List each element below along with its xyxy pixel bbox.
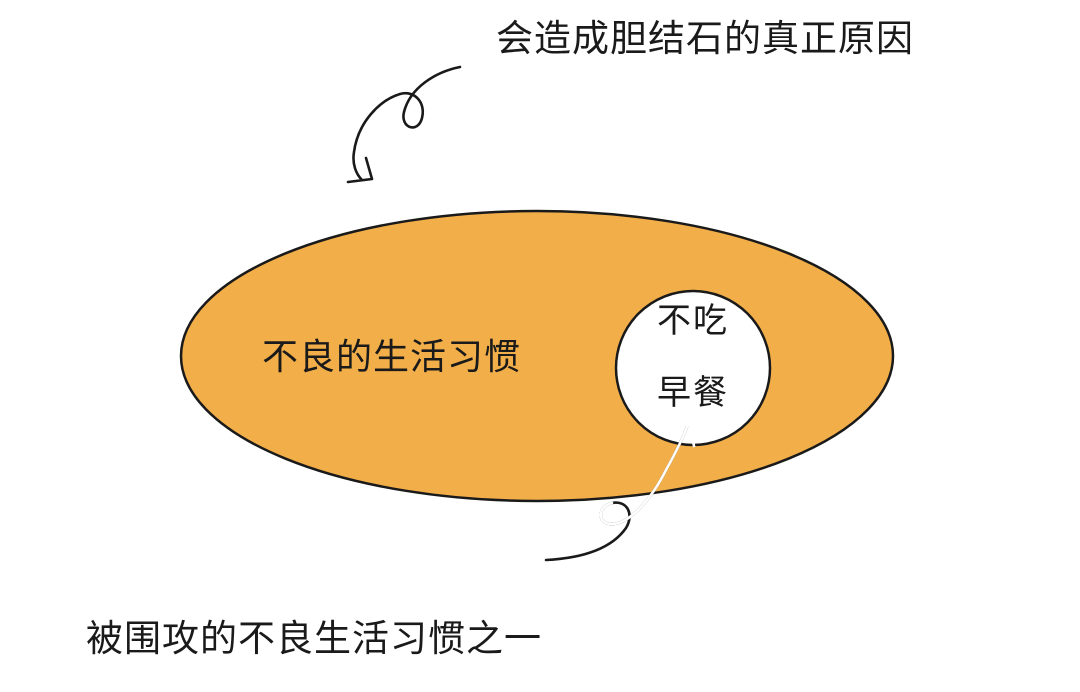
diagram-title: 会造成胆结石的真正原因 (496, 17, 914, 60)
breakfast-label-line-1: 不吃 (657, 301, 729, 341)
curly-arrow-icon (544, 420, 696, 562)
curly-arrow-icon (346, 65, 462, 184)
habits-label: 不良的生活习惯 (262, 337, 522, 378)
breakfast-label-line-2: 早餐 (657, 373, 729, 413)
bottom-caption: 被围攻的不良生活习惯之一 (86, 617, 542, 660)
